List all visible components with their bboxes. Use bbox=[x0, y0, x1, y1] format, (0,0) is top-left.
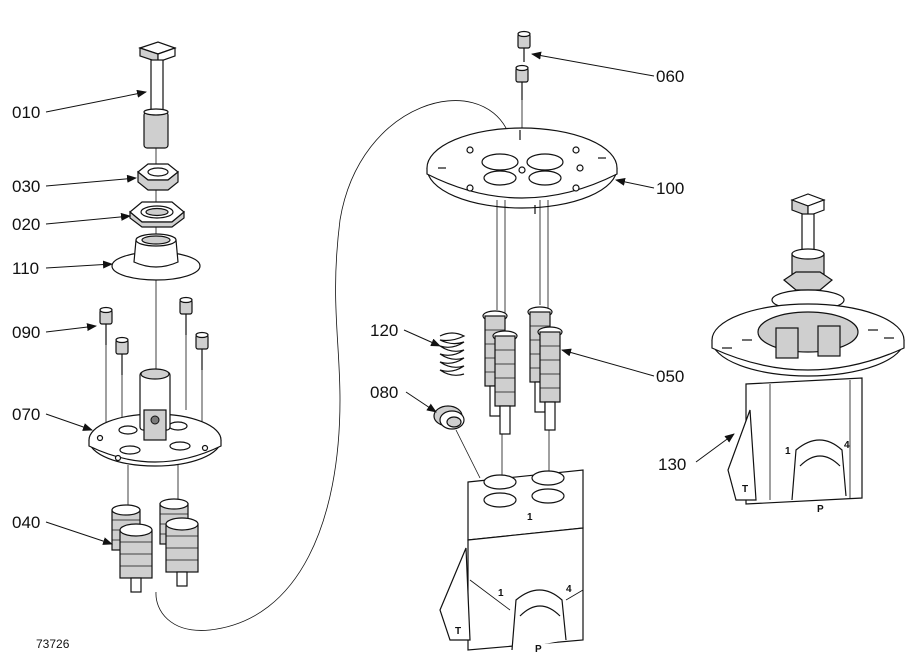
part-100-plate bbox=[426, 127, 618, 214]
port-markings: 1 1 4 T P 1 4 T P bbox=[455, 440, 850, 655]
callout-050: 050 bbox=[656, 367, 684, 386]
part-020-nut bbox=[129, 201, 185, 228]
callout-030: 030 bbox=[12, 177, 40, 196]
callout-120: 120 bbox=[370, 321, 398, 340]
mid-port-t: T bbox=[455, 626, 461, 637]
part-080-seal bbox=[433, 405, 481, 479]
part-050-cartridges bbox=[482, 306, 563, 435]
right-port-four: 4 bbox=[844, 440, 850, 451]
part-040-cartridges bbox=[111, 465, 199, 593]
callout-040: 040 bbox=[12, 513, 40, 532]
callout-020: 020 bbox=[12, 215, 40, 234]
part-130-assembly bbox=[711, 193, 905, 505]
valve-housing bbox=[439, 469, 584, 651]
part-070-plate bbox=[88, 368, 222, 467]
mid-port-one: 1 bbox=[498, 588, 504, 599]
callout-110: 110 bbox=[12, 259, 39, 278]
part-110-boot bbox=[111, 233, 201, 281]
part-010-plunger bbox=[138, 41, 177, 149]
callouts: 010 030 020 110 090 070 040 060 100 120 … bbox=[12, 67, 686, 651]
middle-stack bbox=[426, 30, 618, 651]
right-port-t: T bbox=[742, 484, 748, 495]
leader-lines bbox=[45, 51, 735, 545]
callout-130: 130 bbox=[658, 455, 686, 474]
callout-010: 010 bbox=[12, 103, 40, 122]
mid-port-one-top: 1 bbox=[527, 512, 533, 523]
callout-080: 080 bbox=[370, 383, 398, 402]
callout-060: 060 bbox=[656, 67, 684, 86]
mid-port-p: P bbox=[535, 644, 542, 655]
callout-070: 070 bbox=[12, 405, 40, 424]
assembly-path-curve bbox=[155, 100, 509, 631]
part-120-spring bbox=[439, 332, 466, 376]
part-060-screws bbox=[515, 30, 531, 150]
mid-port-four: 4 bbox=[566, 584, 572, 595]
drawing-number: 73726 bbox=[36, 637, 70, 651]
part-030-nut bbox=[137, 163, 179, 191]
right-port-one: 1 bbox=[785, 446, 791, 457]
callout-100: 100 bbox=[656, 179, 684, 198]
callout-090: 090 bbox=[12, 323, 40, 342]
right-port-p: P bbox=[817, 504, 824, 515]
left-stack bbox=[88, 41, 222, 593]
